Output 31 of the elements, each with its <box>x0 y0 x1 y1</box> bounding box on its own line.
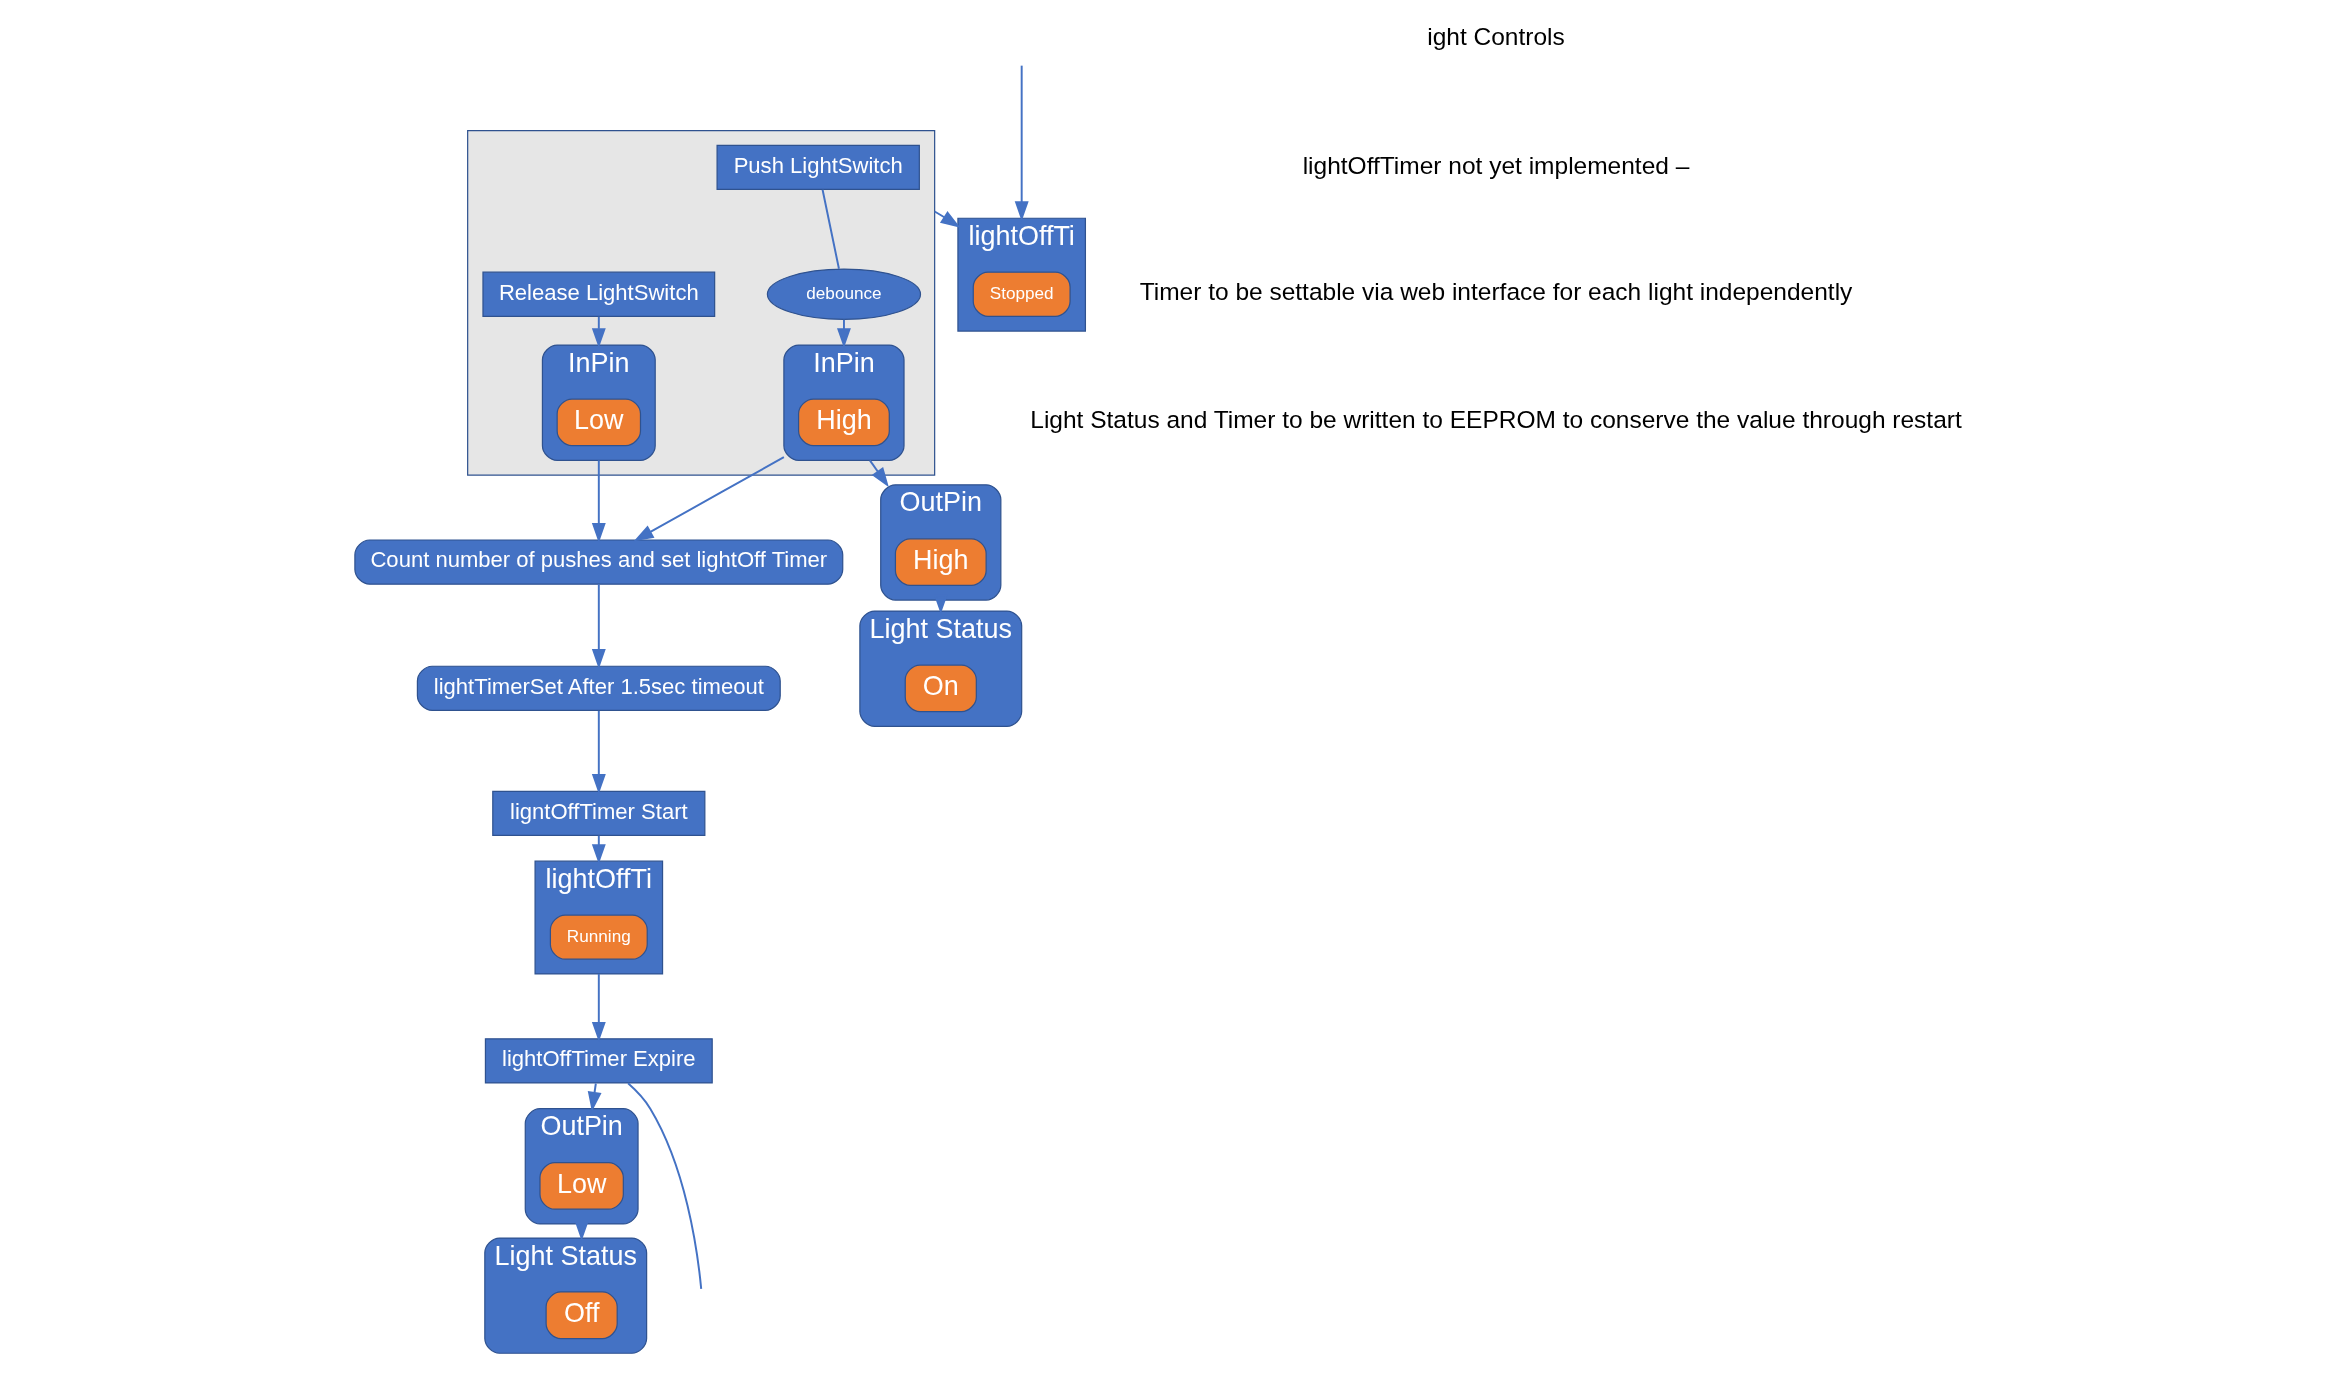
node-box: ligntOffTimer Start <box>491 790 705 836</box>
node-ellipse: debounce <box>766 268 921 320</box>
node-box: Running <box>549 914 648 960</box>
node-box: Count number of pushes and set lightOff Timer <box>353 539 843 585</box>
node-box: Stopped <box>972 271 1071 317</box>
node-box: High <box>797 398 890 447</box>
arrow <box>1014 64 1029 222</box>
arrow <box>587 1082 602 1112</box>
connector <box>821 188 840 270</box>
node-box: lightTimerSet After 1.5sec timeout <box>416 665 781 711</box>
node-box: Off <box>545 1291 618 1340</box>
node-box: Low <box>538 1162 624 1210</box>
label: Light Status and Timer to be written to EEPROM to conserve the value through restart <box>1029 406 1962 434</box>
node-box: High <box>894 538 987 586</box>
node-box: Release LightSwitch <box>481 271 715 317</box>
arrow <box>591 709 606 794</box>
label: Timer to be settable via web interface for each light independently <box>1139 278 1852 306</box>
node-box: On <box>904 664 977 713</box>
arrow <box>868 459 889 488</box>
arrow <box>591 459 606 543</box>
arrow <box>591 972 606 1042</box>
node-box: Push LightSwitch <box>715 144 920 191</box>
arrow <box>933 210 960 228</box>
arrow <box>591 315 606 349</box>
label: lightOffTimer not yet implemented – <box>1302 151 1689 179</box>
node-box: lightOffTimer Expire <box>484 1038 713 1084</box>
arrow <box>591 583 606 669</box>
arrow <box>633 456 785 542</box>
node-box: Low <box>556 398 641 447</box>
label: ight Controls <box>1426 23 1565 51</box>
connector <box>626 1082 702 1290</box>
